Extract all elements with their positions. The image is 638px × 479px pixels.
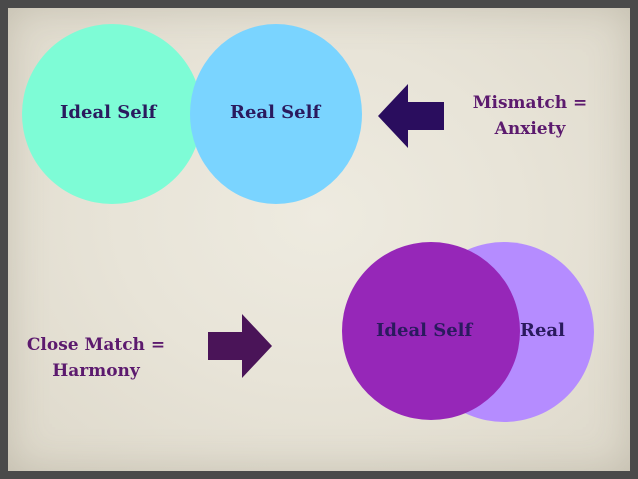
- mismatch-caption-line1: Mismatch =: [472, 93, 588, 113]
- ideal-self-label-top: Ideal Self: [60, 102, 157, 123]
- mismatch-caption-line2: Anxiety: [494, 119, 566, 139]
- real-label-bottom: Real: [520, 320, 565, 341]
- close-match-caption-line2: Harmony: [52, 361, 140, 381]
- real-self-label-top: Real Self: [230, 102, 321, 123]
- real-self-circle-top: [190, 24, 362, 204]
- slide-page: Ideal Self Real Self Mismatch = Anxiety …: [8, 8, 630, 471]
- mismatch-caption: Mismatch = Anxiety: [470, 90, 590, 142]
- close-match-caption-line1: Close Match =: [26, 335, 166, 355]
- close-match-caption: Close Match = Harmony: [12, 332, 180, 384]
- ideal-self-circle-bottom: [342, 242, 520, 420]
- ideal-self-circle-top: [22, 24, 202, 204]
- right-arrow-icon: [208, 314, 272, 378]
- left-arrow-icon: [378, 84, 444, 148]
- ideal-self-label-bottom: Ideal Self: [376, 320, 473, 341]
